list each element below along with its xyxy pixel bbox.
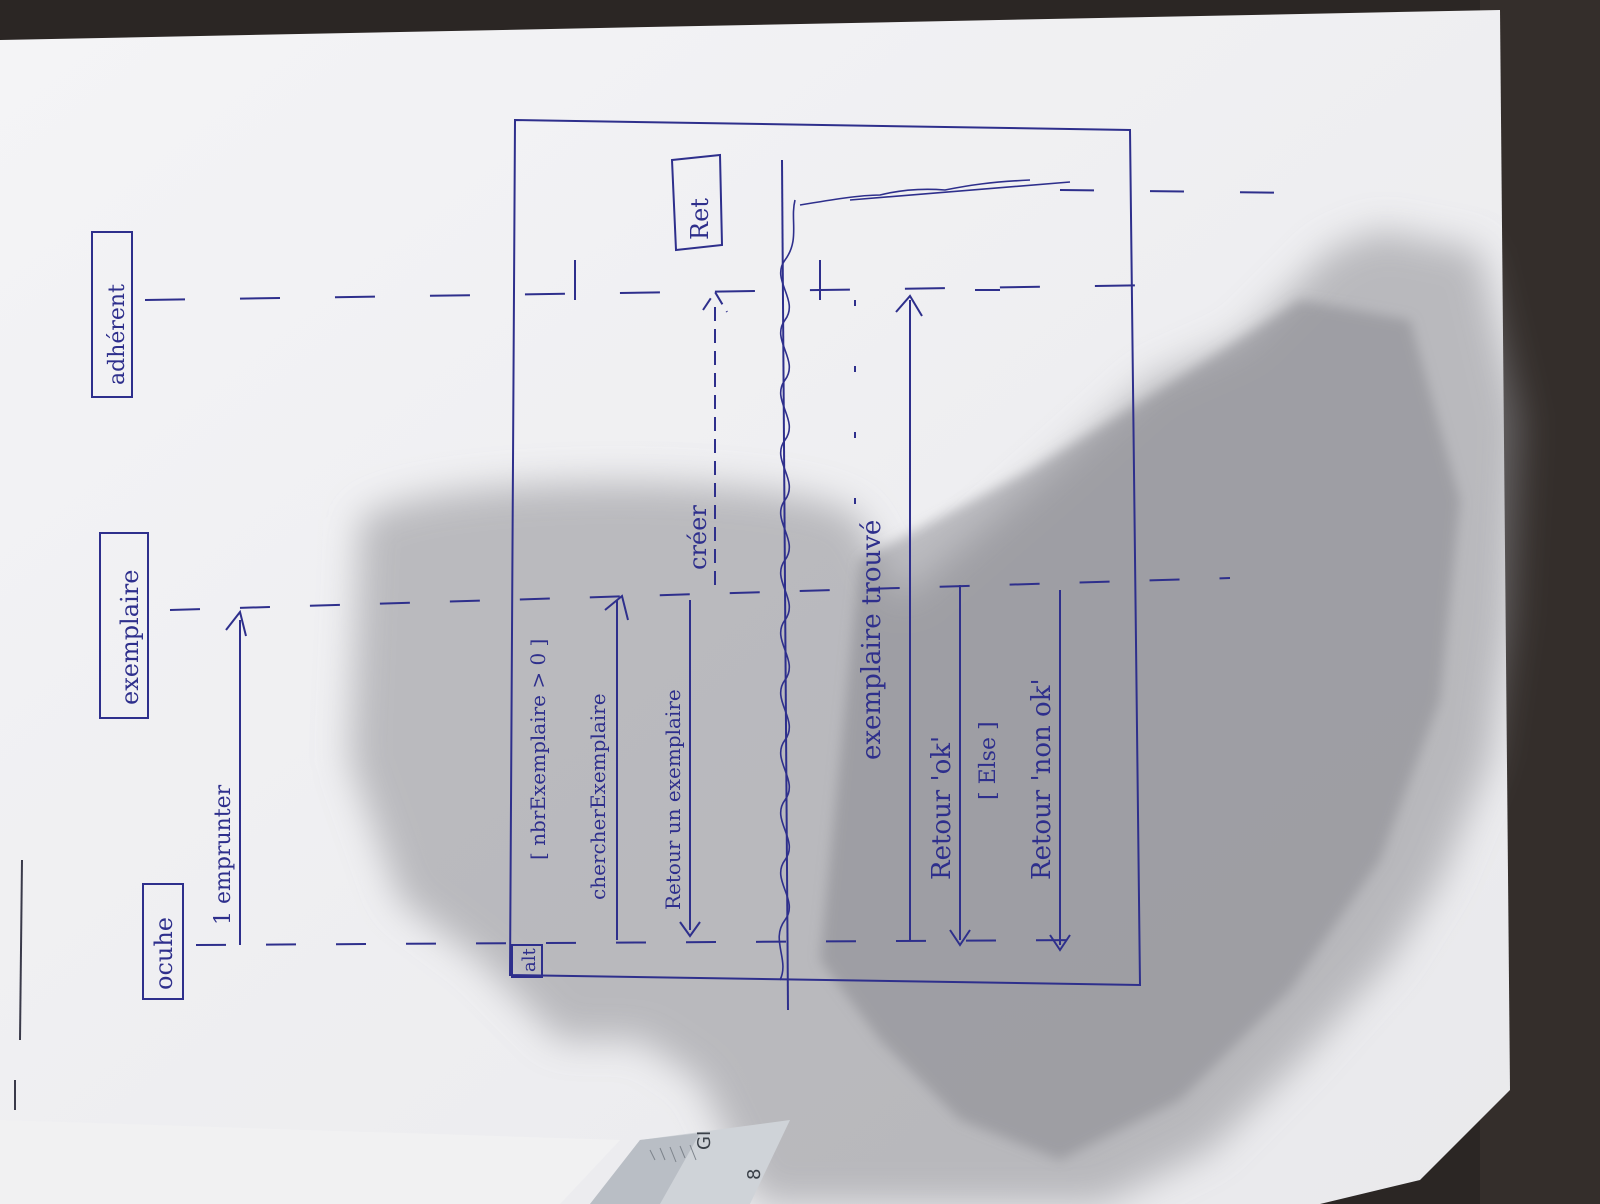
message-m9: [ Else ] bbox=[976, 721, 1001, 800]
strike-scribble bbox=[778, 199, 796, 981]
sequence-diagram bbox=[91, 118, 1231, 1011]
labels: ocuhe exemplaire adhérent 1 emprunter al… bbox=[105, 198, 1057, 990]
lifeline-label-a: ocuhe bbox=[150, 917, 178, 990]
arrow-m1 bbox=[225, 609, 247, 945]
fragment-divider bbox=[781, 159, 789, 1011]
ruler: GI 8 bbox=[590, 1120, 790, 1204]
pencil-marks bbox=[14, 859, 23, 1110]
message-m1: 1 emprunter bbox=[211, 784, 236, 925]
lifeline-c bbox=[144, 284, 1161, 301]
arrow-m4 bbox=[679, 600, 701, 938]
message-m4: Retour un exemplaire bbox=[661, 689, 685, 910]
arrow-m5 bbox=[702, 290, 728, 585]
arrow-m10 bbox=[1049, 590, 1071, 952]
ruler-number: 8 bbox=[744, 1169, 765, 1180]
lifeline-extensions bbox=[1059, 189, 1301, 194]
shadow-core bbox=[820, 300, 1460, 1160]
message-m7: exemplaire trouvé bbox=[857, 520, 887, 760]
lifeline-box-c bbox=[91, 231, 133, 398]
arrow-m8 bbox=[949, 585, 971, 947]
lifeline-box-a bbox=[142, 883, 184, 1000]
arrow-m7 bbox=[895, 294, 923, 940]
message-m3: chercherExemplaire bbox=[586, 693, 610, 900]
message-m6: Ret bbox=[686, 198, 714, 240]
ret-box bbox=[670, 153, 724, 252]
lifeline-a bbox=[195, 939, 1081, 946]
message-m5: créer bbox=[684, 505, 712, 570]
fragment-operator: alt bbox=[519, 948, 540, 972]
lifeline-label-c: adhérent bbox=[105, 284, 130, 385]
lifeline-label-b: exemplaire bbox=[116, 570, 144, 705]
ruler-label: GI bbox=[694, 1131, 715, 1150]
fragment-alt-label-box bbox=[511, 944, 543, 978]
scribble-top bbox=[799, 179, 1071, 206]
message-m10: Retour 'non ok' bbox=[1027, 678, 1057, 880]
message-m2: [ nbrExemplaire > 0 ] bbox=[526, 639, 550, 860]
arrow-m3 bbox=[604, 594, 629, 940]
lifeline-box-b bbox=[99, 532, 149, 719]
message-m8: Retour 'ok' bbox=[927, 736, 957, 880]
fragment-alt bbox=[508, 118, 1142, 987]
